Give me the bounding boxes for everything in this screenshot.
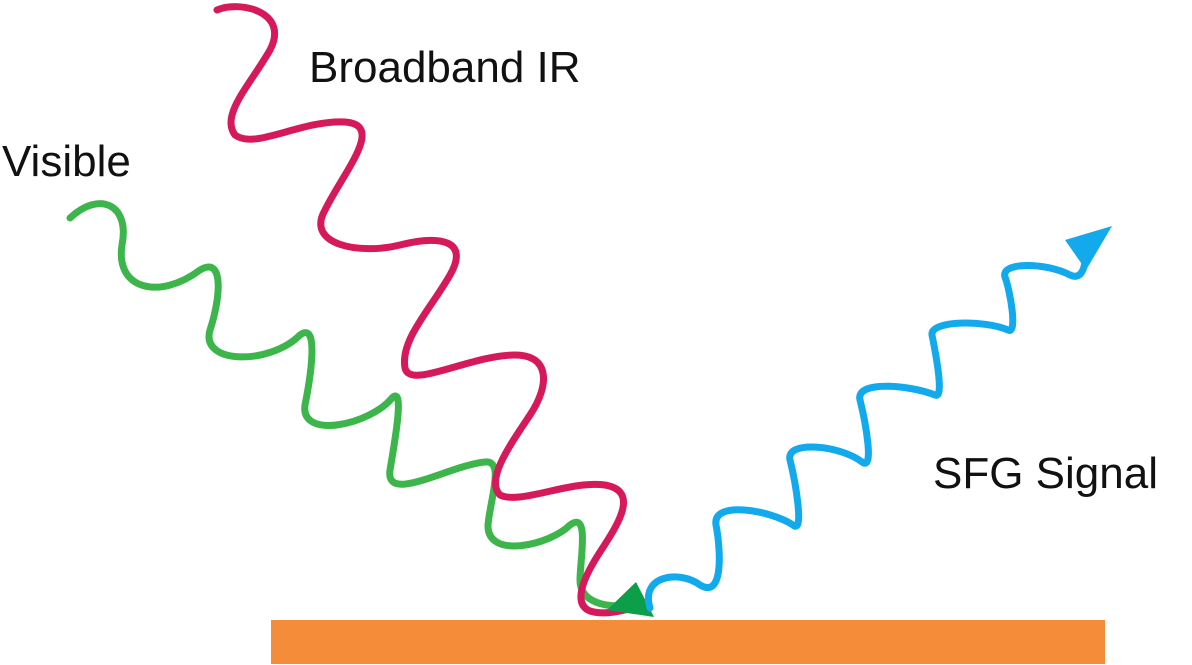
sfg-signal-beam [644,254,1089,612]
visible-arrowhead-icon [607,582,654,617]
broadband-ir-beam [213,3,644,617]
visible-beam [66,200,624,610]
label-sfg-signal: SFG Signal [933,449,1158,498]
label-broadband-ir: Broadband IR [309,43,581,92]
label-visible: Visible [2,137,131,186]
sfg-arrowhead-icon [1065,226,1112,270]
sample-surface [271,620,1105,664]
